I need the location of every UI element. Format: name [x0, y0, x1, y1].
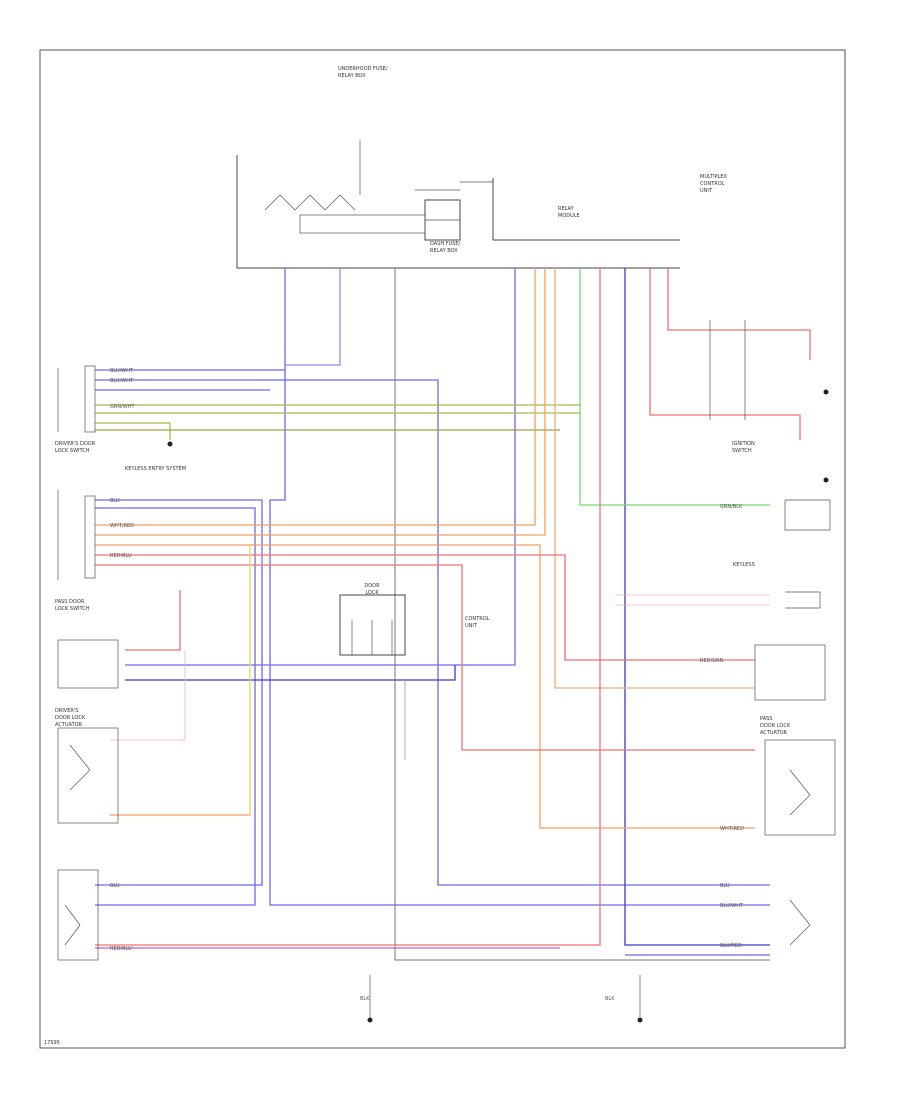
wire-red-3: [95, 554, 755, 661]
door-lock-unit-label-4: UNIT: [465, 623, 478, 629]
keyless-note: KEYLESS ENTRY SYSTEM: [125, 466, 186, 472]
multiplex-label-1: MULTIPLEX: [700, 174, 728, 180]
wire-orange-1: [95, 268, 536, 526]
wire-blue-10: [624, 268, 770, 946]
wire-red-2: [667, 268, 811, 360]
right-actuator-label-3: ACTUATOR: [760, 730, 788, 736]
driver-switch-label-2: LOCK SWITCH: [55, 448, 90, 454]
wire-red-6: [95, 268, 601, 946]
footer-code: 17595: [44, 1040, 60, 1046]
wire-blue-2: [269, 370, 770, 906]
wire-olive-3: [95, 422, 171, 440]
wire-blue-7: [95, 507, 256, 906]
wire-orange-2: [95, 268, 546, 536]
driver-switch-label-1: DRIVER'S DOOR: [55, 441, 96, 447]
left-actuator-label-3: ACTUATOR: [55, 722, 83, 728]
left-connectors: DRIVER'S DOOR LOCK SWITCH KEYLESS ENTRY …: [55, 365, 186, 961]
wire-code-6: RED/BLU: [110, 553, 132, 559]
wire-blue-8: [125, 268, 516, 666]
wire-red-1: [649, 268, 801, 440]
multiplex-label-3: UNIT: [700, 188, 713, 194]
wire-code-14: RED/BLU: [110, 946, 132, 952]
door-lock-unit-label-1: DOOR: [364, 583, 380, 589]
wire-code-5: GRN/WHT: [110, 404, 135, 410]
fusible-link-label-2: RELAY BOX: [338, 73, 366, 79]
wire-code-11: BLU/RED: [720, 943, 742, 949]
wire-code-7: GRN/BLK: [720, 504, 743, 510]
wire-code-9: BLU: [720, 883, 730, 889]
door-lock-unit-label-2: LOCK: [365, 590, 379, 596]
wire-code-3: BLU: [110, 498, 120, 504]
ignition-label-1: IGNITION: [732, 441, 755, 447]
wire-blue-4: [95, 379, 770, 886]
wire-blue-6: [95, 499, 263, 886]
door-lock-unit-label-3: CONTROL: [465, 616, 490, 622]
wire-green-1: [579, 268, 770, 506]
pass-switch-label-2: LOCK SWITCH: [55, 606, 90, 612]
relay-label-1: RELAY: [558, 206, 575, 212]
diagram-border: [39, 49, 846, 1049]
left-actuator-label-1: DRIVER'S: [55, 708, 78, 714]
right-components: IGNITION SWITCH KEYLESS PASS DOOR LOCK A…: [709, 320, 836, 946]
wire-code-labels: BLU/WHT BLU/WHT BLU WHT/RED GRN/WHT RED/…: [110, 368, 744, 1002]
keyless-receiver-label: KEYLESS: [733, 562, 755, 568]
right-actuator-label-1: PASS: [760, 716, 772, 722]
wire-code-10: BLU/WHT: [720, 903, 744, 909]
ground-points: [367, 975, 643, 1023]
multiplex-label-2: CONTROL: [700, 181, 725, 187]
wire-red-4: [95, 564, 755, 751]
wires: [95, 268, 811, 961]
wire-code-2: BLU/WHT: [110, 378, 134, 384]
wire-code-16: BLK: [605, 996, 615, 1002]
wire-pink-1: [110, 650, 186, 741]
wire-code-13: BLU: [110, 883, 120, 889]
wire-blue-3: [285, 268, 341, 366]
wire-code-12: WHT/RED: [720, 826, 744, 832]
wire-code-4: WHT/RED: [110, 523, 134, 529]
right-actuator-label-2: DOOR LOCK: [760, 723, 791, 729]
fusible-link-label-1: UNDERHOOD FUSE/: [338, 66, 388, 72]
dash-fuse-label-2: RELAY BOX: [430, 248, 458, 254]
wire-dark-1: [394, 268, 770, 961]
ignition-label-2: SWITCH: [732, 448, 752, 454]
relay-label-2: MODULE: [558, 213, 580, 219]
left-actuator-label-2: DOOR LOCK: [55, 715, 86, 721]
wire-red-5: [125, 590, 181, 651]
wire-orange-3: [95, 544, 755, 829]
dash-fuse-label-1: DASH FUSE/: [430, 241, 461, 247]
wire-code-8: RED/GRN: [700, 658, 724, 664]
wire-orange-5: [554, 268, 755, 689]
wire-code-1: BLU/WHT: [110, 368, 134, 374]
wire-blue-9: [125, 665, 456, 681]
center-module: DOOR LOCK CONTROL UNIT: [339, 583, 490, 656]
wire-blue-1: [95, 268, 286, 371]
wire-code-15: BLK: [360, 996, 370, 1002]
pass-switch-label-1: PASS DOOR: [55, 599, 85, 605]
top-control-box: UNDERHOOD FUSE/ RELAY BOX DASH FUSE/ REL…: [236, 66, 728, 269]
